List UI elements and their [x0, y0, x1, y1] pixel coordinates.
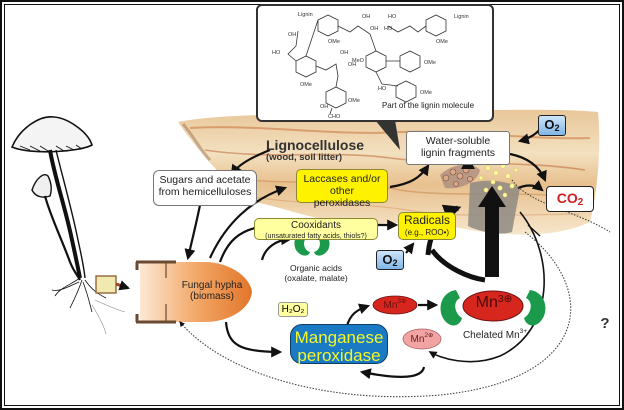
svg-text:OH: OH [320, 104, 328, 110]
oxygen-box-top: O2 [538, 115, 566, 136]
carbon-dioxide-box: CO2 [546, 186, 594, 212]
oxygen-box-lower: O2 [376, 250, 404, 270]
sugars-line2: from hemicelluloses [158, 186, 252, 199]
radicals-box: Radicals (e.g., ROO•) [398, 212, 456, 240]
svg-text:OH: OH [340, 50, 348, 56]
mn3-charge: 3⊕ [397, 298, 407, 305]
svg-text:OMe: OMe [300, 82, 312, 88]
svg-text:HO: HO [272, 50, 281, 56]
svg-text:OMe: OMe [424, 60, 436, 66]
hydrogen-peroxide-box: H₂O₂ [278, 302, 308, 317]
mn2-ion [402, 328, 442, 350]
svg-text:Lignin: Lignin [298, 12, 313, 18]
svg-text:OH: OH [348, 62, 356, 68]
o2-lower-label: O [382, 252, 393, 267]
mn2-charge: 2⊕ [424, 332, 434, 339]
lignin-molecule-caption: Part of the lignin molecule [381, 101, 475, 110]
mn3-ion-label: Mn3⊕ [375, 298, 415, 311]
water-soluble-line2: lignin fragments [420, 147, 496, 160]
svg-text:OMe: OMe [420, 90, 432, 96]
chelated-mn3-caption: Chelated Mn3+ [462, 328, 528, 341]
chelated-caption-sup: 3+ [519, 328, 528, 335]
water-soluble-line1: Water-soluble [425, 135, 491, 147]
mn3-label-text: Mn [383, 300, 398, 311]
mn3-ion [372, 295, 418, 315]
manganese-line1: Manganese [294, 328, 384, 347]
fungal-hypha-label: Fungal hypha (biomass) [176, 280, 248, 302]
lignocellulose-subtitle: (wood, soil litter) [266, 151, 342, 163]
o2-top-sub: 2 [554, 123, 560, 133]
organic-acids-label: Organic acids (oxalate, malate) [276, 263, 356, 283]
cooxidants-title: Cooxidants [290, 220, 342, 231]
laccases-box: Laccases and/or other peroxidases [296, 169, 388, 209]
mn2-label-text: Mn [410, 334, 425, 345]
laccases-line1: Laccases and/or [303, 173, 381, 185]
co2-sub: 2 [577, 197, 584, 208]
thick-up-arrow [478, 186, 506, 277]
lignocellulose-title-text: Lignocellulose [266, 137, 365, 153]
svg-text:OMe: OMe [328, 39, 340, 45]
chelated-mn3 [440, 290, 546, 326]
svg-text:OMe: OMe [348, 98, 360, 104]
svg-text:HO: HO [378, 86, 387, 92]
radicals-subtitle: (e.g., ROO•) [404, 227, 450, 237]
zoom-arrow [115, 280, 130, 291]
chelated-caption-text: Chelated Mn [462, 330, 520, 341]
svg-text:OH: OH [288, 32, 296, 38]
svg-text:OH: OH [362, 14, 370, 20]
h2o2-label: H₂O₂ [281, 304, 305, 315]
mushroom-illustration [10, 116, 126, 335]
organic-acids-line2: (oxalate, malate) [284, 272, 348, 283]
cooxidants-subtitle: (unsaturated fatty acids, thiols?) [265, 230, 367, 240]
svg-text:HO: HO [388, 14, 397, 20]
sugars-acetate-box: Sugars and acetate from hemicelluloses [153, 170, 257, 206]
svg-text:MeO: MeO [352, 58, 365, 64]
hypha-zoom-box [95, 275, 117, 294]
fungal-hypha-line1: Fungal hypha [181, 280, 243, 291]
laccases-line2: other peroxidases [313, 185, 371, 210]
fungal-hypha-line2: (biomass) [190, 291, 234, 303]
svg-text:CHO: CHO [328, 114, 341, 120]
chelated-mn3-ion-label: Mn3⊕ [466, 294, 522, 312]
svg-text:Lignin: Lignin [454, 14, 469, 20]
svg-text:OMe: OMe [436, 39, 448, 45]
chelated-mn3-label-text: Mn [475, 294, 498, 311]
mn2-ion-label: Mn2⊕ [403, 332, 441, 345]
o2-lower-sub: 2 [392, 258, 398, 268]
lignocellulose-title: Lignocellulose (wood, soil litter) [266, 137, 386, 163]
co2-label: CO [556, 190, 578, 206]
cooxidants-box: Cooxidants (unsaturated fatty acids, thi… [254, 218, 378, 240]
sugars-line1: Sugars and acetate [159, 174, 251, 186]
fungal-hypha [135, 260, 252, 324]
manganese-peroxidase-box: Manganese peroxidase [290, 324, 388, 364]
o2-top-label: O [544, 117, 555, 132]
question-mark: ? [600, 315, 610, 332]
svg-text:HO: HO [384, 26, 393, 32]
manganese-line2: peroxidase [297, 345, 381, 365]
callout-pointer [375, 120, 400, 150]
svg-text:OH: OH [370, 26, 378, 32]
radicals-title: Radicals [403, 213, 451, 227]
chelated-mn3-charge: 3⊕ [497, 294, 513, 305]
organic-acids-line1: Organic acids [290, 263, 342, 273]
water-soluble-lignin-box: Water-soluble lignin fragments [406, 131, 510, 165]
